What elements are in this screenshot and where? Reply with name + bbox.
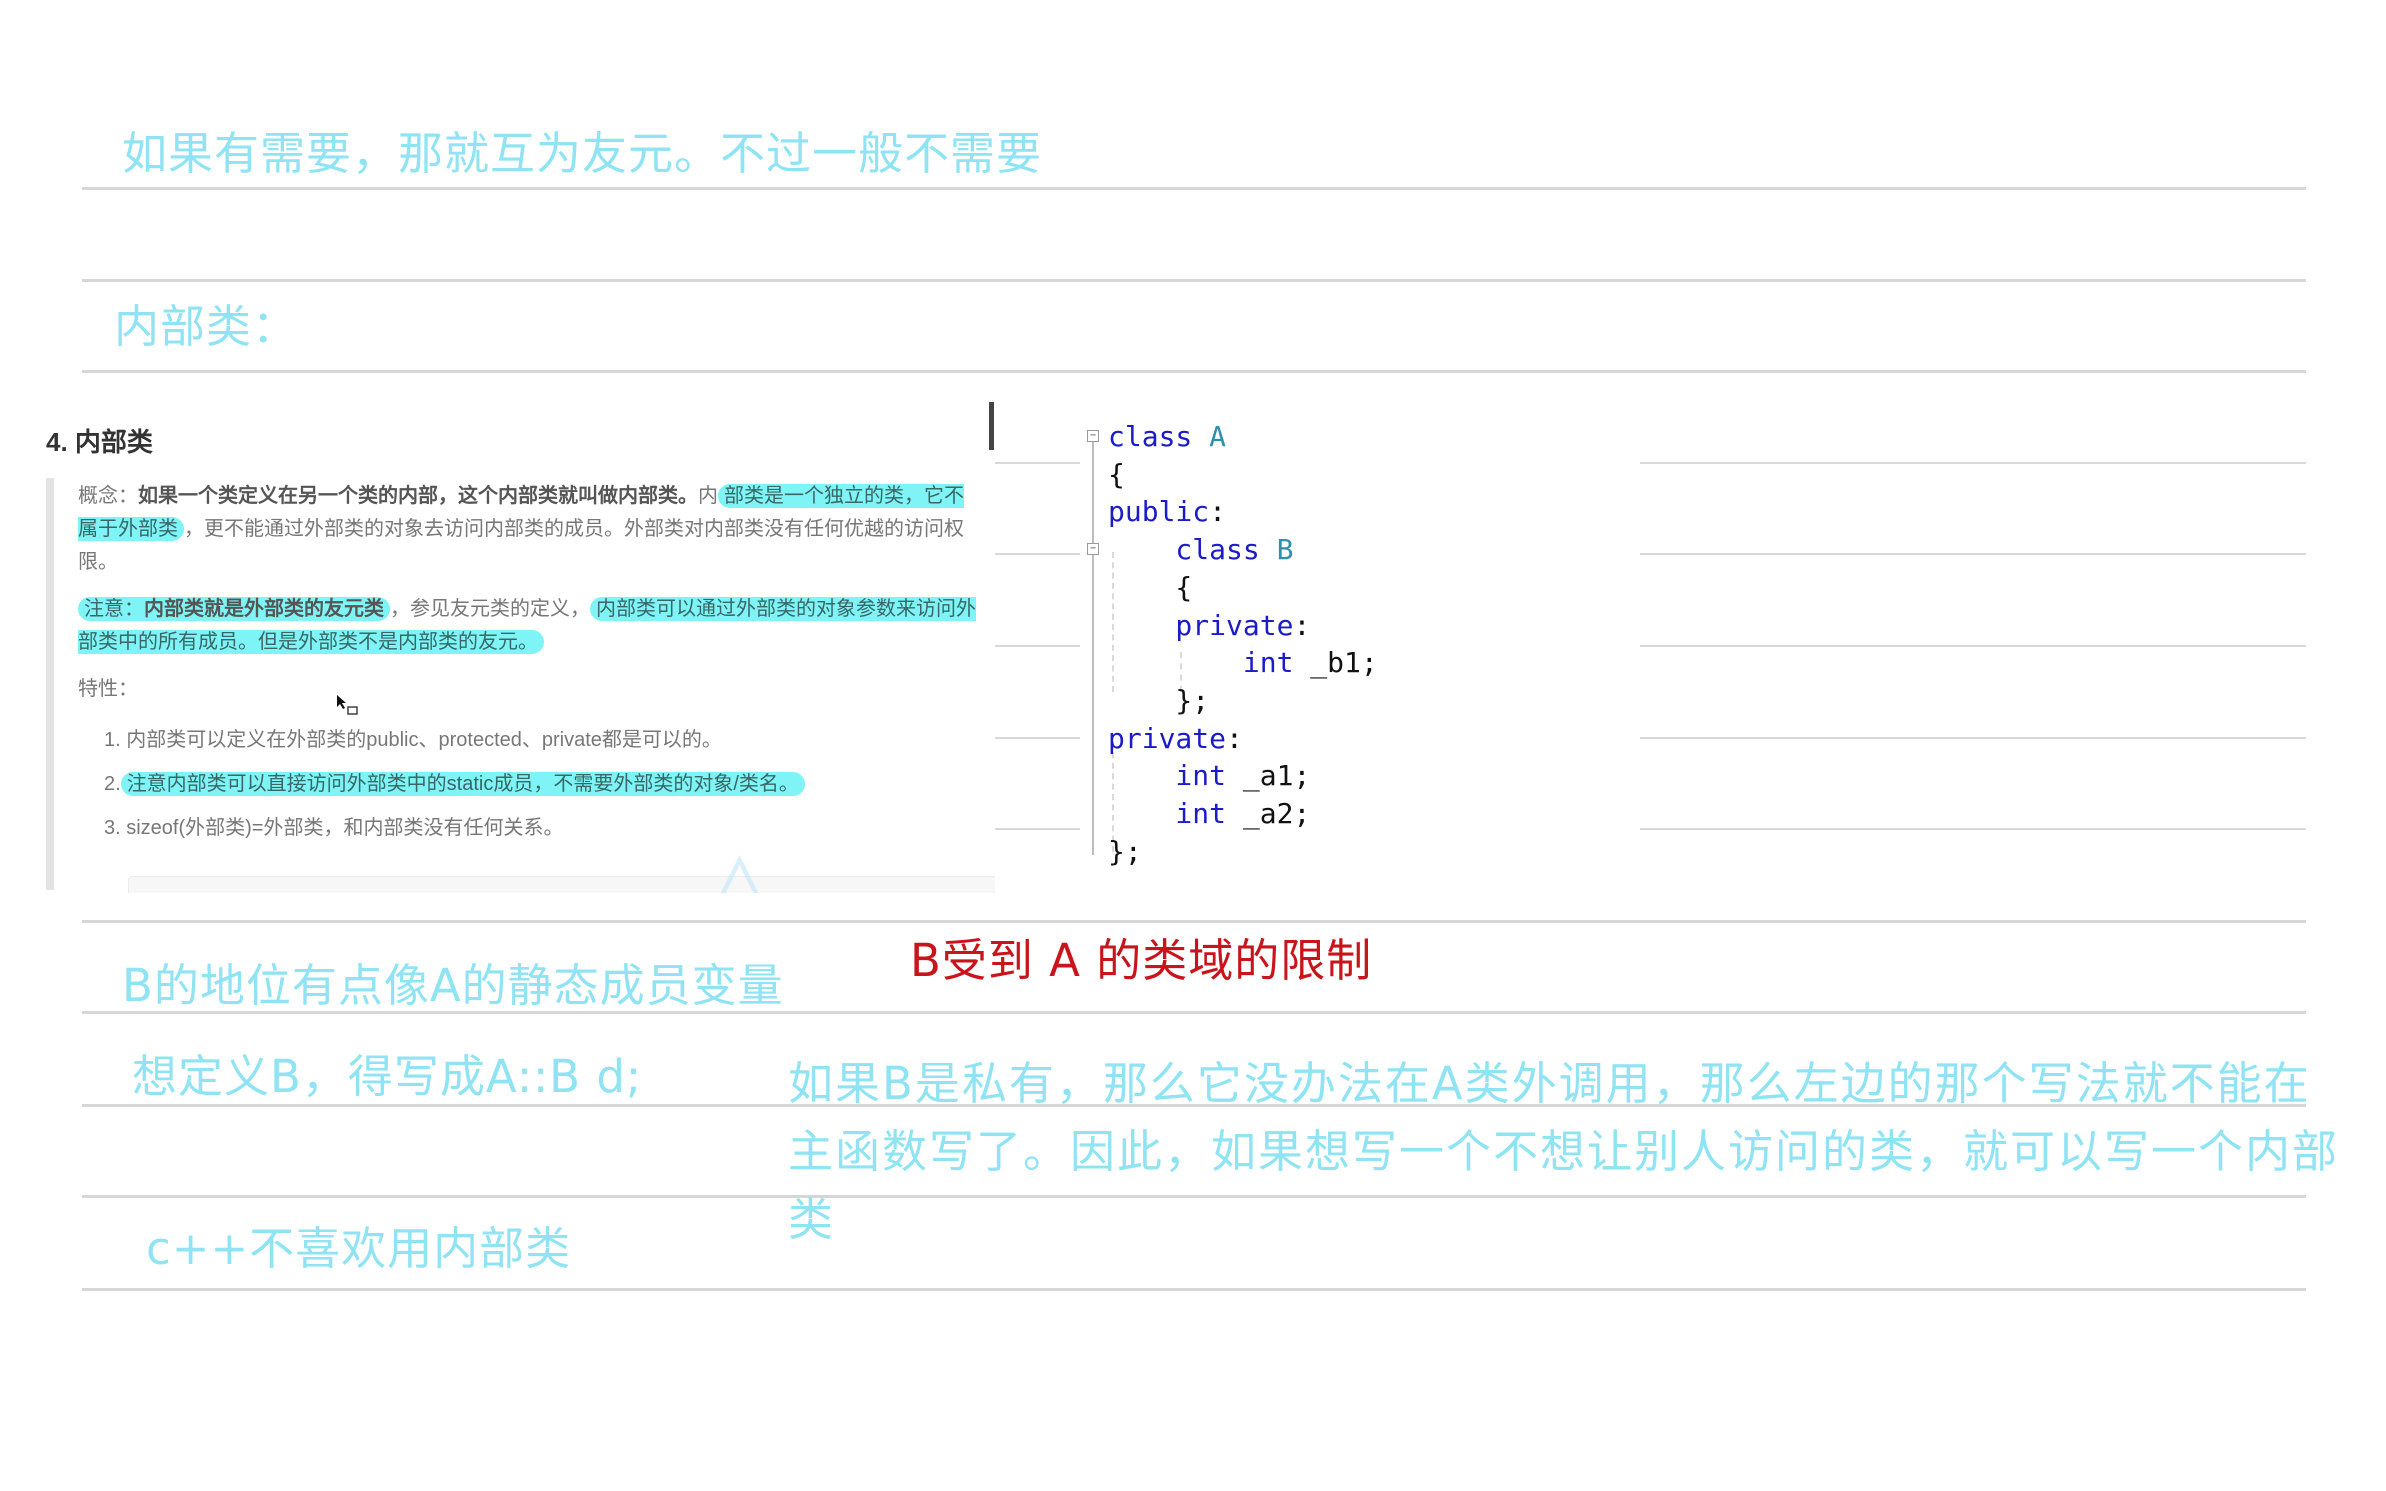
rule-line xyxy=(1640,737,2306,739)
blockquote-bar xyxy=(46,478,54,890)
rule-line xyxy=(1640,645,2306,647)
highlight: 注意：内部类就是外部类的友元类 xyxy=(78,597,390,621)
code-token: { xyxy=(1108,570,1193,604)
rule-line xyxy=(82,279,2306,282)
indent-guide xyxy=(1180,652,1182,692)
note-text: ，参见友元类的定义， xyxy=(390,598,590,620)
code-token: }; xyxy=(1108,683,1210,717)
code-keyword: int xyxy=(1108,759,1227,793)
code-keyword: class xyxy=(1108,533,1277,567)
rule-line xyxy=(82,370,2306,373)
code-token: : xyxy=(1226,721,1243,755)
list-item: 2.注意内部类可以直接访问外部类中的static成员，不需要外部类的对象/类名。 xyxy=(104,768,983,801)
indent-guide xyxy=(1112,742,1114,852)
concept-text: 内 xyxy=(698,485,718,507)
code-token: { xyxy=(1108,457,1125,491)
highlight: 注意内部类可以直接访问外部类中的static成员，不需要外部类的对象/类名。 xyxy=(120,772,805,796)
note-private-inner-class: 如果B是私有，那么它没办法在A类外调用，那么左边的那个写法就不能在主函数写了。因… xyxy=(788,1057,2340,1246)
rule-line xyxy=(1640,553,2306,555)
concept-paragraph: 概念：如果一个类定义在另一个类的内部，这个内部类就叫做内部类。内部类是一个独立的… xyxy=(78,480,983,579)
fold-toggle-icon[interactable]: − xyxy=(1087,430,1099,442)
code-token: _a2; xyxy=(1226,797,1311,831)
doc-code-block xyxy=(128,876,995,893)
indent-guide xyxy=(1112,552,1114,692)
fold-toggle-icon[interactable]: − xyxy=(1087,543,1099,555)
code-keyword: private xyxy=(1108,721,1227,755)
doc-screenshot: 4. 内部类 概念：如果一个类定义在另一个类的内部，这个内部类就叫做内部类。内部… xyxy=(0,398,995,893)
code-type: B xyxy=(1276,533,1294,567)
features-label: 特性： xyxy=(78,678,138,700)
code-type: A xyxy=(1209,420,1227,453)
rule-line xyxy=(995,553,1090,555)
code-token: : xyxy=(1293,608,1311,642)
features-list: 1. 内部类可以定义在外部类的public、protected、private都… xyxy=(104,724,983,845)
note-b-status: B的地位有点像A的静态成员变量 xyxy=(122,959,784,1012)
note-paragraph: 注意：内部类就是外部类的友元类，参见友元类的定义，内部类可以通过外部类的对象参数… xyxy=(78,593,983,659)
note-inner-class-title: 内部类： xyxy=(114,300,299,353)
rule-line xyxy=(1640,462,2306,464)
concept-text: ，更不能通过外部类的对象去访问内部类的成员。外部类对内部类没有任何优越的访问权限… xyxy=(78,518,964,573)
list-number: 2. xyxy=(104,773,121,795)
note-b-scope: B受到 A 的类域的限制 xyxy=(910,934,1373,987)
rule-line xyxy=(995,828,1090,830)
code-token: _b1; xyxy=(1293,646,1378,680)
rule-line xyxy=(82,920,2306,923)
rule-line xyxy=(82,187,2306,190)
rule-line xyxy=(82,1011,2306,1014)
code-text: class A { public: class B { private: int… xyxy=(1108,418,1378,870)
code-keyword: int xyxy=(1108,797,1227,831)
note-define-b: 想定义B，得写成A::B d; xyxy=(132,1050,643,1103)
note-cpp-dislike: c++不喜欢用内部类 xyxy=(146,1222,572,1275)
code-keyword: public xyxy=(1108,495,1210,529)
doc-heading: 4. 内部类 xyxy=(46,427,153,457)
list-item: 1. 内部类可以定义在外部类的public、protected、private都… xyxy=(104,729,722,751)
list-item: 3. sizeof(外部类)=外部类，和内部类没有任何关系。 xyxy=(104,817,564,839)
rule-line xyxy=(82,1104,2306,1107)
note-bold: 内部类就是外部类的友元类 xyxy=(144,598,384,620)
text-caret xyxy=(989,402,994,450)
code-token: }; xyxy=(1108,834,1142,868)
rule-line xyxy=(82,1288,2306,1291)
concept-bold: 如果一个类定义在另一个类的内部，这个内部类就叫做内部类。 xyxy=(138,485,698,507)
cursor-copy-icon xyxy=(337,695,358,715)
note-mutual-friend: 如果有需要，那就互为友元。不过一般不需要 xyxy=(122,127,1043,180)
rule-line xyxy=(995,462,1090,464)
code-keyword: class xyxy=(1108,420,1210,453)
rule-line xyxy=(995,737,1090,739)
code-keyword: private xyxy=(1108,608,1294,642)
code-gutter xyxy=(1092,440,1094,855)
code-token: : xyxy=(1209,495,1227,529)
watermark-icon: △ xyxy=(705,830,775,894)
rule-line xyxy=(82,1195,2306,1198)
code-token: _a1; xyxy=(1226,759,1311,793)
code-keyword: int xyxy=(1108,646,1294,680)
doc-body: 概念：如果一个类定义在另一个类的内部，这个内部类就叫做内部类。内部类是一个独立的… xyxy=(78,480,983,856)
rule-line xyxy=(995,645,1090,647)
rule-line xyxy=(1640,828,2306,830)
code-screenshot: − − class A { public: class B { private:… xyxy=(1080,412,1640,882)
note-label: 注意： xyxy=(84,598,144,620)
concept-label: 概念： xyxy=(78,485,138,507)
